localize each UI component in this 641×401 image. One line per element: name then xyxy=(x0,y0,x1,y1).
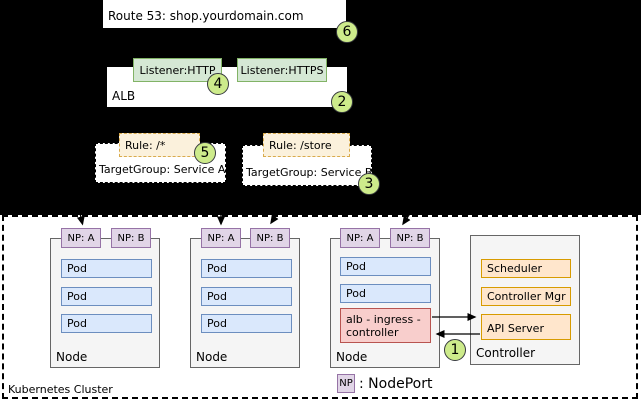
node-1-label: Node xyxy=(56,350,88,364)
node-2-pod-2: Pod xyxy=(201,287,292,306)
legend-nodeport-symbol: NP xyxy=(337,374,355,393)
node-1-nodeport-b: NP: B xyxy=(111,228,151,248)
scheduler-box: Scheduler xyxy=(481,259,571,278)
node-3-label: Node xyxy=(336,350,368,364)
badge-6: 6 xyxy=(336,21,358,43)
node-1-pod-3: Pod xyxy=(61,314,152,333)
alb-label: ALB xyxy=(112,89,136,103)
kubernetes-cluster-label: Kubernetes Cluster xyxy=(8,383,113,396)
node-2-nodeport-b: NP: B xyxy=(250,228,290,248)
node-2-label: Node xyxy=(196,350,228,364)
route53-label: Route 53: shop.yourdomain.com xyxy=(108,9,304,23)
alb-ingress-controller-box: alb - ingress - controller xyxy=(340,308,431,343)
api-server-box: API Server xyxy=(481,314,571,340)
listener-https-box: Listener:HTTPS xyxy=(237,58,327,82)
badge-1: 1 xyxy=(444,339,466,361)
node-3-nodeport-b: NP: B xyxy=(390,228,430,248)
badge-2: 2 xyxy=(331,91,353,113)
node-1-pod-1: Pod xyxy=(61,259,152,278)
node-2-pod-1: Pod xyxy=(201,259,292,278)
badge-5: 5 xyxy=(194,142,216,164)
node-2-nodeport-a: NP: A xyxy=(201,228,241,248)
badge-3: 3 xyxy=(358,173,380,195)
node-1-nodeport-a: NP: A xyxy=(61,228,101,248)
controller-label: Controller xyxy=(476,346,536,360)
node-3-pod-2: Pod xyxy=(340,284,431,303)
controller-mgr-box: Controller Mgr xyxy=(481,287,571,306)
alb-ingress-controller-line1: alb - ingress - xyxy=(346,312,421,326)
alb-ingress-controller-line2: controller xyxy=(346,325,399,339)
listener-http-box: Listener:HTTP xyxy=(133,58,222,82)
node-3-pod-1: Pod xyxy=(340,257,431,276)
node-2-pod-3: Pod xyxy=(201,314,292,333)
rule-wildcard-box: Rule: /* xyxy=(119,133,200,157)
targetgroup-b-label: TargetGroup: Service B xyxy=(246,166,373,179)
targetgroup-a-label: TargetGroup: Service A xyxy=(99,163,226,176)
legend-nodeport-label: : NodePort xyxy=(359,376,433,392)
node-1-pod-2: Pod xyxy=(61,287,152,306)
rule-store-box: Rule: /store xyxy=(263,133,350,157)
node-3-nodeport-a: NP: A xyxy=(340,228,380,248)
badge-4: 4 xyxy=(207,73,229,95)
route53-box: Route 53: shop.yourdomain.com xyxy=(103,0,346,28)
